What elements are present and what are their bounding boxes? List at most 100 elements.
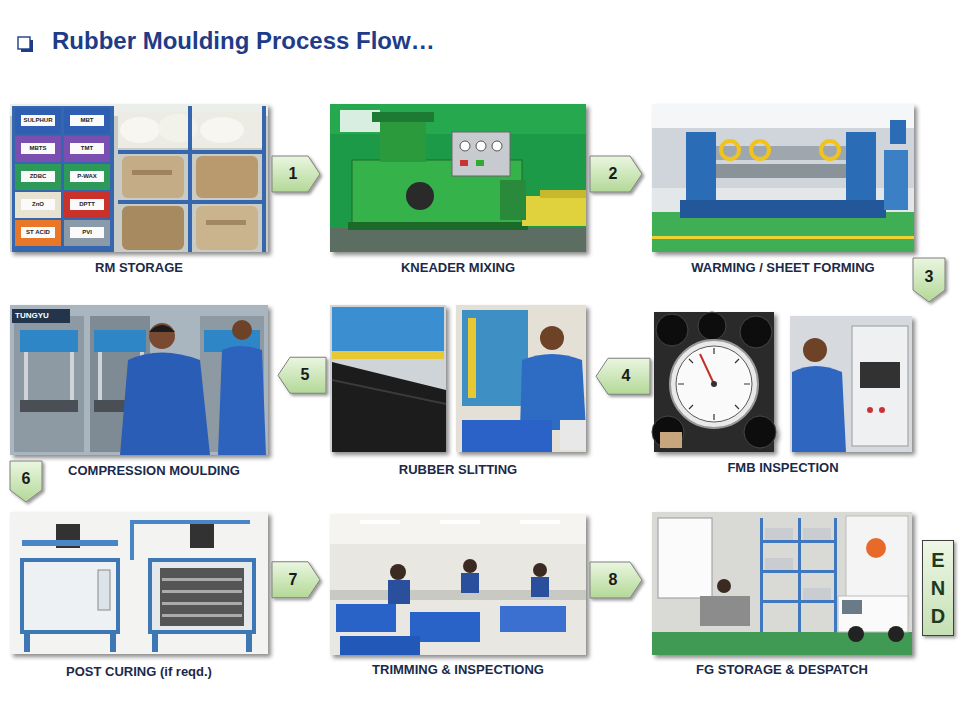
- photo-trimming: [360, 520, 400, 524]
- photo-post-curing: [190, 524, 214, 548]
- process-step: RM STORAGE: [10, 104, 268, 278]
- photo-fmb-inspection: [678, 348, 750, 420]
- step-caption: FMB INSPECTION: [654, 460, 912, 476]
- photo-post-curing: [10, 512, 268, 654]
- bin-label: ZnO: [21, 199, 55, 210]
- photo-kneader: [330, 104, 586, 134]
- title-bullet: [18, 37, 33, 52]
- bin-label: ZDBC: [21, 171, 55, 182]
- photo-slitting: [462, 310, 528, 406]
- photo-post-curing: [22, 560, 118, 632]
- photo-fg-storage: [652, 512, 912, 655]
- photo-trimming: [388, 580, 410, 604]
- photo-kneader: [348, 222, 528, 230]
- photo-kneader: [460, 141, 470, 151]
- step-number: 2: [609, 165, 618, 183]
- flow-arrow: [590, 156, 642, 192]
- photo-trimming: [390, 564, 406, 580]
- photo-fg-storage: [760, 570, 837, 573]
- photo-compression-press: [20, 400, 78, 412]
- photo-rm-storage: [15, 108, 61, 134]
- bin-label: TMT: [70, 143, 104, 154]
- photo-rm-storage: [70, 115, 104, 126]
- photo-rm-storage: [64, 192, 110, 218]
- photo-warming-mill: [721, 141, 739, 159]
- photo-post-curing: [160, 568, 244, 626]
- photo-trimming: [463, 559, 477, 573]
- step-number: 7: [289, 571, 298, 589]
- photo-kneader: [406, 182, 434, 210]
- photo-post-curing: [150, 560, 254, 632]
- process-step: COMPRESSION MOULDING: [10, 305, 268, 481]
- process-step: FG STORAGE & DESPATCH: [652, 512, 912, 680]
- photo-rm-storage: [64, 108, 110, 134]
- photo-fmb-inspection: [700, 354, 714, 384]
- photo-rm-storage: [196, 206, 258, 250]
- photo-compression-press: [218, 346, 266, 455]
- photo-rm-storage: [118, 150, 266, 154]
- photo-fg-storage: [717, 579, 731, 593]
- photo-warming-mill: [652, 236, 914, 239]
- photo-trimming: [461, 573, 479, 593]
- photo-post-curing: [162, 614, 242, 617]
- flow-arrow: [272, 156, 320, 192]
- photo-slitting: [332, 307, 444, 351]
- photo-slitting: [332, 380, 446, 404]
- step-number: 6: [22, 470, 31, 488]
- photo-kneader: [500, 180, 526, 220]
- photo-fg-storage: [760, 518, 763, 632]
- photo-compression-press: [149, 323, 175, 349]
- photo-fg-storage: [803, 588, 831, 600]
- photo-post-curing: [24, 632, 30, 652]
- slide-title: Rubber Moulding Process Flow…: [52, 27, 435, 55]
- photo-compression-press: [20, 330, 78, 352]
- flow-arrow: [10, 461, 42, 502]
- end-label: END: [923, 541, 953, 635]
- photo-kneader: [330, 104, 586, 252]
- photo-compression-press: [149, 325, 175, 332]
- photo-post-curing: [130, 520, 134, 560]
- photo-fmb-inspection: [879, 407, 885, 413]
- photo-rm-storage: [21, 171, 55, 182]
- bin-label: DPTT: [70, 199, 104, 210]
- photo-post-curing: [98, 570, 110, 610]
- photo-rm-storage: [15, 192, 61, 218]
- flow-arrow: [590, 562, 642, 598]
- photo-trimming: [533, 563, 547, 577]
- process-step: WARMING / SHEET FORMING: [652, 104, 914, 278]
- photo-rm-storage: [15, 220, 61, 246]
- photo-fmb-inspection: [676, 346, 752, 422]
- photo-fg-storage: [760, 540, 837, 543]
- step-caption: KNEADER MIXING: [330, 260, 586, 276]
- photo-fmb-inspection: [656, 314, 688, 346]
- end-marker: END: [922, 540, 954, 636]
- photo-fmb-inspection: [860, 362, 900, 388]
- photo-fg-storage: [848, 626, 864, 642]
- photo-fmb-inspection: [803, 338, 827, 362]
- photo-kneader: [380, 118, 426, 162]
- photo-kneader: [460, 160, 468, 166]
- photo-kneader: [330, 104, 586, 252]
- photo-trimming: [330, 514, 586, 655]
- photo-warming-mill: [652, 104, 914, 252]
- photo-compression-press: [120, 353, 210, 456]
- photo-rm-storage: [64, 220, 110, 246]
- photo-rm-storage: [70, 143, 104, 154]
- photo-fmb-inspection: [740, 316, 772, 348]
- photo-rm-storage: [262, 106, 266, 252]
- photo-slitting: [560, 420, 586, 450]
- photo-post-curing: [110, 632, 116, 652]
- photo-trimming: [336, 604, 396, 632]
- photo-trimming: [520, 520, 560, 524]
- process-step: RUBBER SLITTING: [330, 305, 586, 480]
- photo-rm-storage: [206, 220, 246, 225]
- photo-rm-storage: [12, 106, 114, 252]
- photo-slitting: [332, 351, 444, 359]
- machine-brand: TUNGYU: [12, 309, 70, 323]
- photo-compression-press: [94, 330, 146, 352]
- photo-fmb-inspection: [652, 312, 912, 452]
- photo-kneader: [476, 141, 486, 151]
- photo-post-curing: [246, 632, 252, 652]
- bin-label: PVI: [70, 227, 104, 238]
- photo-post-curing: [162, 602, 242, 605]
